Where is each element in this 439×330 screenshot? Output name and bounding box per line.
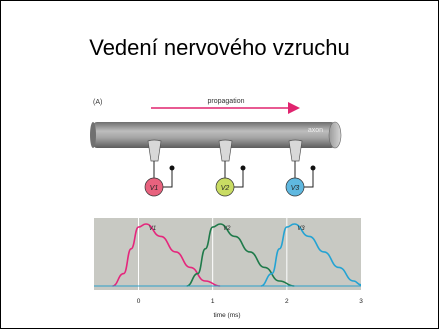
electrode-1: V1 [144,139,175,197]
propagation-label: propagation [208,98,245,105]
slide-title: Vedení nervového vzruchu [89,35,350,60]
trace-plot: V1 V2 V3 0 1 2 3 time (ms) [94,218,363,319]
x-tick-label: 0 [137,298,141,305]
electrode-3: V3 [285,139,316,197]
x-tick-label: 1 [211,298,215,305]
x-tick-label: 2 [285,298,289,305]
trace-v3 [260,223,362,287]
trace-label-v3: V3 [297,226,305,232]
trace-label-v2: V2 [223,226,231,232]
electrode-2: V2 [215,139,246,197]
voltmeter-v2-label: V2 [221,185,230,192]
voltmeter-v3-label: V3 [291,185,300,192]
panel-label: (A) [93,99,102,106]
axon [90,121,342,149]
voltmeter-v1-label: V1 [150,185,159,192]
axon-label: axon [308,127,323,134]
x-tick-label: 3 [359,298,363,305]
x-axis-label: time (ms) [213,312,240,319]
trace-label-v1: V1 [149,226,156,232]
